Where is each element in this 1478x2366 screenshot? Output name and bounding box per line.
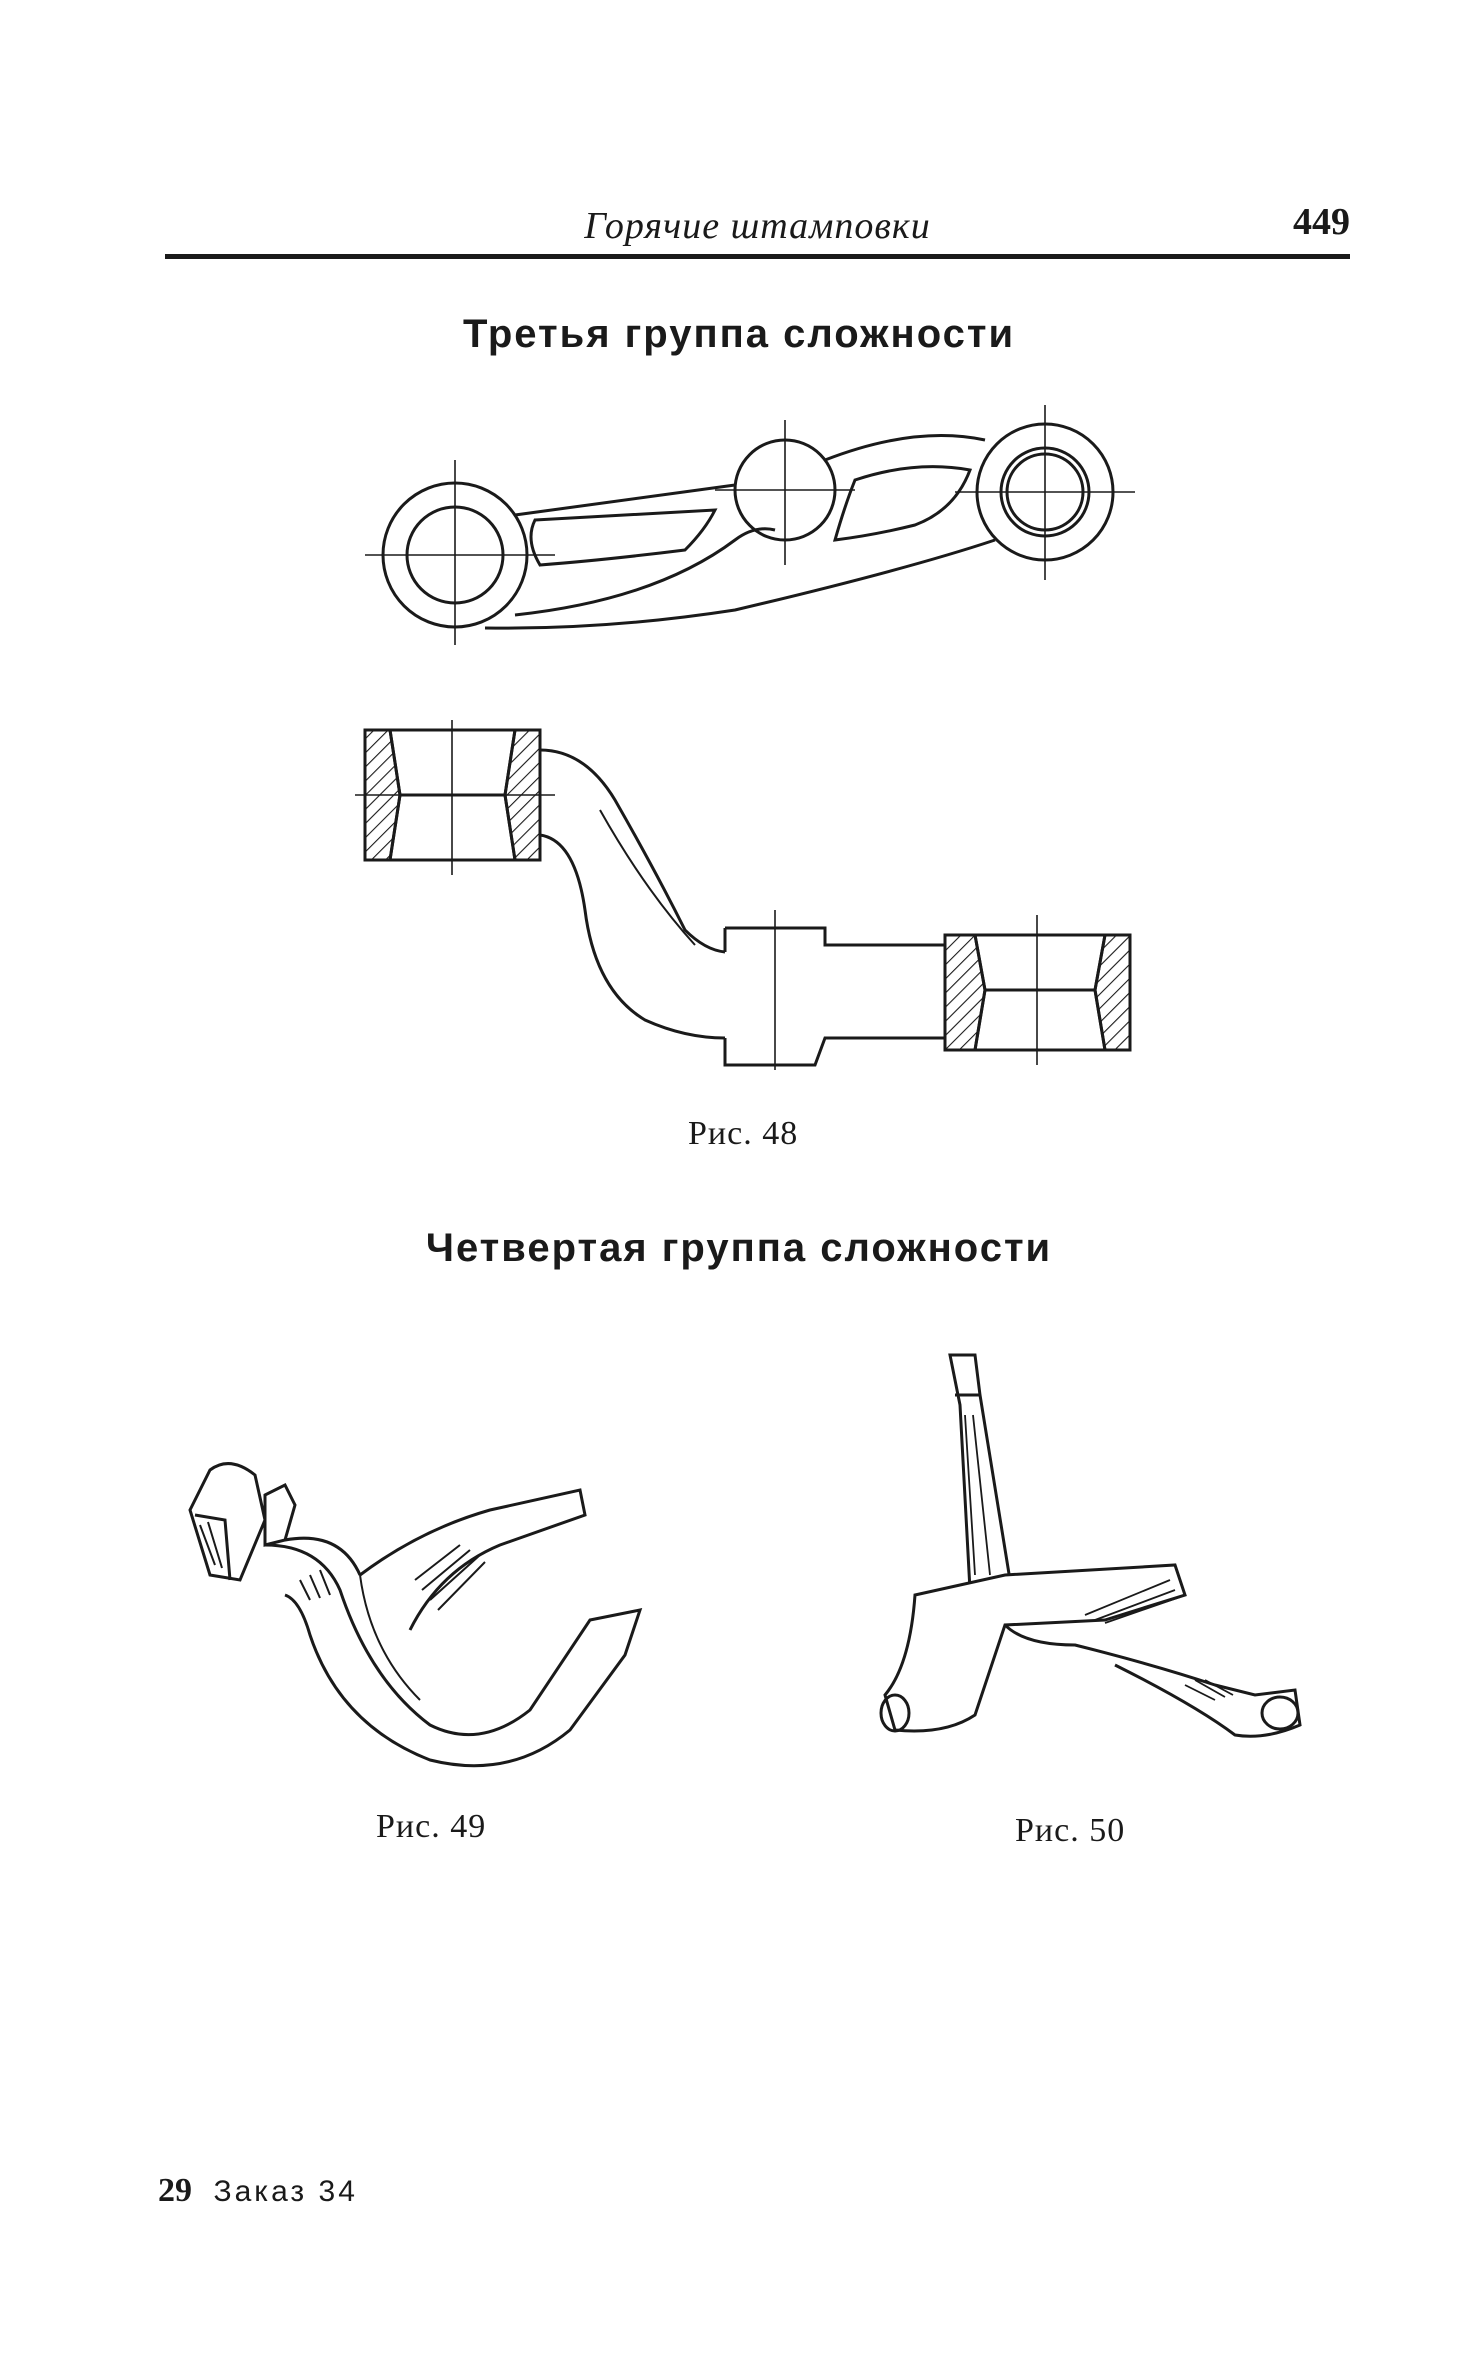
arm-bottom-edge-left xyxy=(514,527,776,617)
hub-block-edge xyxy=(194,1513,232,1581)
knuckle-body xyxy=(883,1563,1187,1733)
fork-inner-edge xyxy=(359,1574,421,1701)
right-bore-top xyxy=(973,933,1107,992)
right-web-recess xyxy=(832,465,973,542)
figure-48-caption: Рис. 48 xyxy=(688,1115,799,1152)
body-shading xyxy=(1084,1579,1181,1624)
arm-top-edge-left xyxy=(514,483,736,517)
signature-number: 29 xyxy=(158,2172,192,2209)
section-center-lines xyxy=(355,720,1038,1070)
forged-lever-drawing-icon xyxy=(365,405,1135,645)
page-number: 449 xyxy=(1293,201,1350,243)
center-lines xyxy=(365,405,1135,645)
hub-bottom xyxy=(723,1036,945,1067)
section-heading-third-group: Третья группа сложности xyxy=(462,312,1016,356)
knuckle-eye xyxy=(879,1693,911,1733)
arm-lower-edge xyxy=(539,833,726,1040)
right-bore-bottom xyxy=(973,988,1107,1052)
hub-top xyxy=(725,926,945,947)
arm-end xyxy=(1260,1695,1300,1731)
section-heading-fourth-group: Четвертая группа сложности xyxy=(425,1226,1053,1270)
knuckle-arm xyxy=(1003,1623,1302,1738)
spindle-shading xyxy=(964,1414,991,1576)
shoulder-shading xyxy=(299,1569,331,1601)
arm-top-edge-right xyxy=(824,434,986,462)
fork-shoulder xyxy=(284,1536,362,1576)
steering-knuckle-drawing-icon xyxy=(879,1353,1302,1738)
hub-shading xyxy=(199,1521,223,1569)
order-label: Заказ 34 xyxy=(213,2175,358,2208)
figure-49-caption: Рис. 49 xyxy=(376,1808,487,1845)
hub-lug xyxy=(263,1482,297,1547)
arm-upper-edge xyxy=(539,748,726,954)
figure-50-caption: Рис. 50 xyxy=(1015,1812,1126,1849)
printer-signature: 29 Заказ 34 xyxy=(158,2172,358,2210)
running-head: Горячие штамповки 449 xyxy=(165,200,1350,260)
shift-fork-drawing-icon xyxy=(188,1462,643,1768)
arm-rib xyxy=(599,809,696,946)
fork-lower-arm xyxy=(264,1543,643,1768)
arm-bottom-outline xyxy=(484,538,996,630)
fork-upper-arm xyxy=(359,1488,587,1631)
left-web-recess xyxy=(529,508,718,567)
header-rule xyxy=(165,254,1350,259)
forged-lever-section-drawing xyxy=(355,720,1132,1070)
right-hatch-b xyxy=(1093,933,1132,1052)
upper-arm-shading xyxy=(414,1544,486,1611)
arm-shading xyxy=(1184,1679,1234,1701)
running-title: Горячие штамповки xyxy=(584,205,931,247)
